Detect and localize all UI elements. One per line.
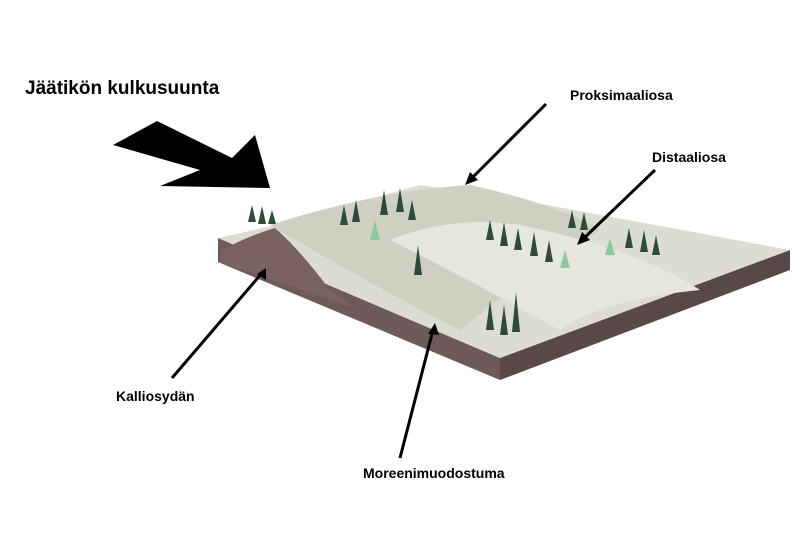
distal-pointer bbox=[580, 168, 657, 242]
bedrock-core bbox=[220, 228, 360, 310]
block-side-right bbox=[500, 250, 790, 380]
proximal-pointer bbox=[468, 102, 548, 182]
proximal-label: Proksimaaliosa bbox=[570, 87, 673, 103]
trees bbox=[248, 188, 660, 335]
bedrock-pointer bbox=[170, 272, 264, 379]
moraine-pointer bbox=[398, 329, 435, 459]
bedrock-core-label: Kalliosydän bbox=[116, 388, 195, 404]
ice-flow-direction-label: Jäätikön kulkusuunta bbox=[25, 78, 220, 99]
ice-flow-arrow bbox=[113, 121, 270, 188]
distal-ridge bbox=[390, 222, 700, 330]
distal-label: Distaaliosa bbox=[652, 149, 726, 165]
young-trees bbox=[370, 220, 615, 268]
moraine-label: Moreenimuodostuma bbox=[363, 465, 505, 481]
